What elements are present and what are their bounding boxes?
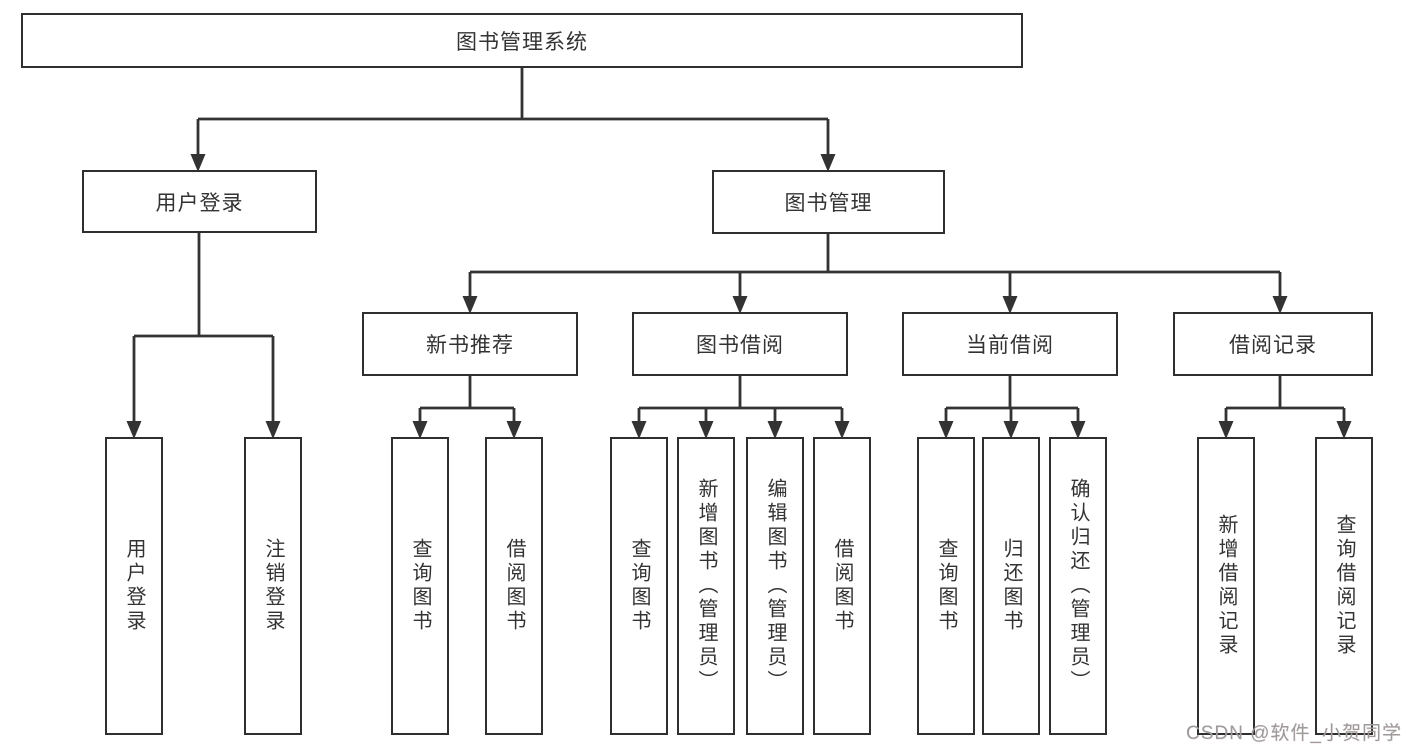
node-label: 图书借阅: [696, 334, 784, 357]
node-label: 查询图书: [628, 538, 650, 634]
node-leaf-cb-return: 归还图书: [982, 437, 1040, 735]
node-book-borrow: 图书借阅: [632, 312, 848, 376]
node-new-book-rec: 新书推荐: [362, 312, 578, 376]
node-label: 借阅图书: [503, 538, 525, 634]
node-current-borrow: 当前借阅: [902, 312, 1118, 376]
node-label: 当前借阅: [966, 334, 1054, 357]
node-book-mgmt: 图书管理: [712, 170, 945, 234]
watermark: CSDN @软件_小贺同学: [1186, 723, 1402, 744]
node-leaf-user-login: 用户登录: [105, 437, 163, 735]
node-leaf-rec-borrow: 借阅图书: [485, 437, 543, 735]
node-label: 图书管理系统: [456, 30, 588, 54]
node-leaf-cb-confirm: 确认归还（管理员）: [1049, 437, 1107, 735]
node-label: 用户登录: [155, 191, 244, 215]
node-leaf-br-add: 新增借阅记录: [1197, 437, 1255, 735]
node-label: 查询借阅记录: [1333, 514, 1355, 658]
node-label: 查询图书: [409, 538, 431, 634]
node-label: 新增图书（管理员）: [695, 478, 717, 694]
node-label: 借阅记录: [1229, 334, 1317, 357]
node-leaf-bb-borrow: 借阅图书: [813, 437, 871, 735]
node-leaf-rec-query: 查询图书: [391, 437, 449, 735]
node-label: 借阅图书: [831, 538, 853, 634]
node-leaf-bb-add: 新增图书（管理员）: [677, 437, 735, 735]
node-label: 查询图书: [935, 538, 957, 634]
node-label: 用户登录: [123, 538, 145, 634]
node-label: 新增借阅记录: [1215, 514, 1237, 658]
node-label: 图书管理: [784, 192, 873, 215]
node-leaf-cb-query: 查询图书: [917, 437, 975, 735]
node-label: 新书推荐: [426, 334, 514, 357]
node-label: 归还图书: [1000, 538, 1022, 634]
node-label: 编辑图书（管理员）: [764, 478, 786, 694]
node-label: 注销登录: [262, 538, 284, 634]
node-leaf-bb-query: 查询图书: [610, 437, 668, 735]
node-user-login: 用户登录: [82, 170, 317, 233]
node-root: 图书管理系统: [21, 13, 1023, 68]
node-borrow-records: 借阅记录: [1173, 312, 1373, 376]
node-leaf-bb-edit: 编辑图书（管理员）: [746, 437, 804, 735]
node-leaf-br-query: 查询借阅记录: [1315, 437, 1373, 735]
node-label: 确认归还（管理员）: [1067, 478, 1089, 694]
node-leaf-logout: 注销登录: [244, 437, 302, 735]
